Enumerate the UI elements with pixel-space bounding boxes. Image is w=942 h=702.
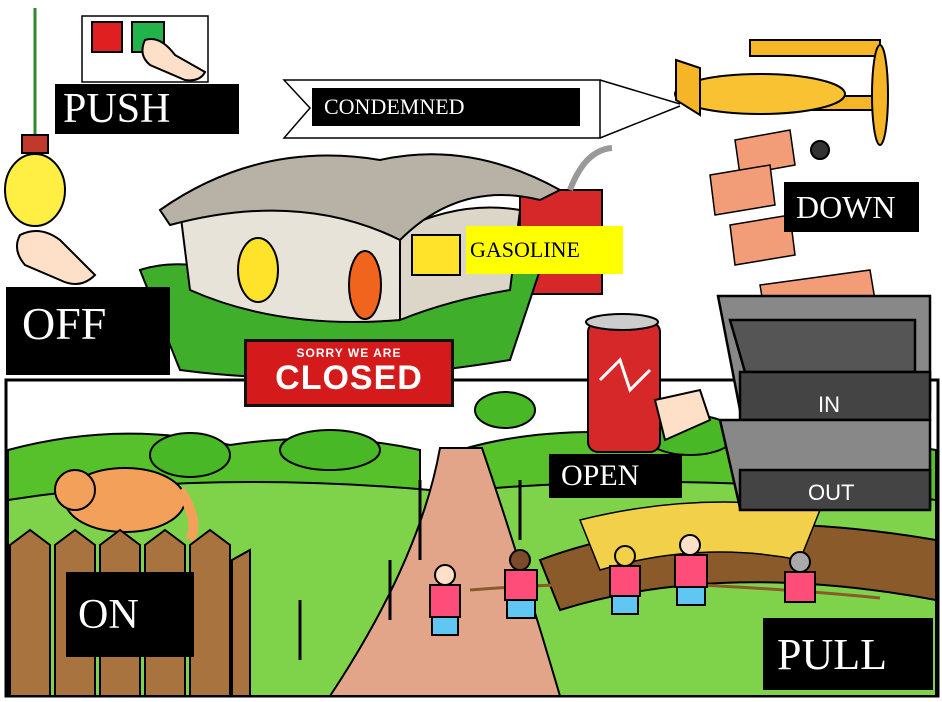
closed-sign-top-text: SORRY WE ARE bbox=[296, 346, 402, 360]
soda-can-icon bbox=[585, 313, 712, 453]
cat-icon bbox=[54, 467, 199, 543]
trees bbox=[149, 391, 736, 478]
people-tug-of-war bbox=[429, 534, 816, 636]
open-label: OPEN bbox=[549, 454, 682, 498]
closed-sign: SORRY WE ARE CLOSED bbox=[244, 339, 454, 407]
closed-sign-main-text: CLOSED bbox=[275, 359, 423, 397]
yellow-field bbox=[578, 501, 822, 571]
push-label: PUSH bbox=[55, 84, 239, 134]
on-label: ON bbox=[66, 572, 194, 657]
hand-icon bbox=[15, 230, 97, 285]
bulb-socket bbox=[21, 134, 49, 154]
pull-label: PULL bbox=[763, 618, 933, 690]
gasoline-label: GASOLINE bbox=[466, 226, 623, 274]
condemned-label: CONDEMNED bbox=[312, 88, 580, 126]
banner-tow-line-top bbox=[599, 79, 681, 105]
finger-icon bbox=[141, 38, 207, 82]
in-out-tray bbox=[716, 294, 932, 512]
fence-posts bbox=[298, 480, 522, 660]
red-button-icon bbox=[91, 21, 123, 53]
banner-tow-line-bottom bbox=[599, 105, 681, 139]
light-bulb-icon bbox=[4, 153, 66, 227]
tray-in-label: IN bbox=[818, 392, 840, 417]
biplane-icon bbox=[674, 39, 889, 160]
tray-out-label: OUT bbox=[808, 480, 855, 505]
down-label: DOWN bbox=[784, 182, 919, 232]
off-label: OFF bbox=[6, 287, 170, 375]
